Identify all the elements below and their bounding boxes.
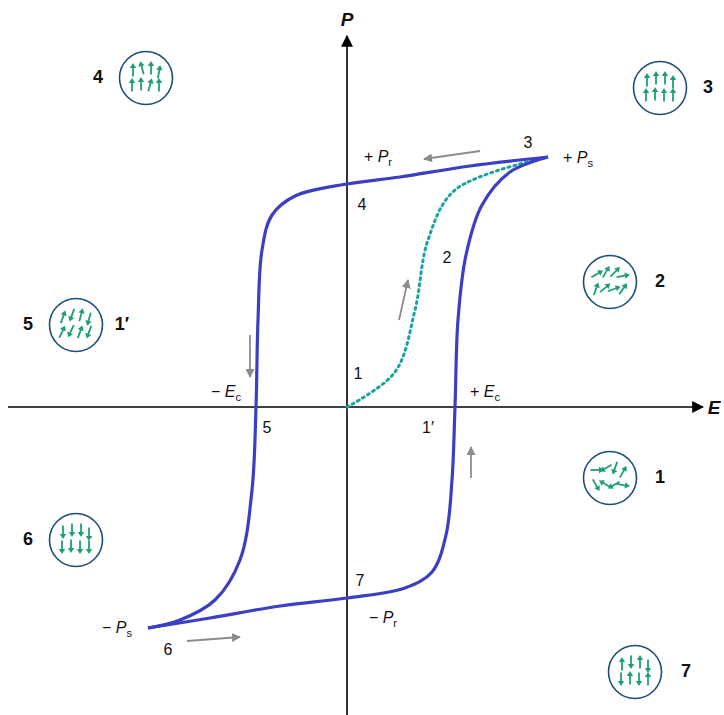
domain-circle-outline	[48, 297, 104, 353]
domain-circle-outline	[607, 644, 663, 700]
state-number: 4	[93, 68, 103, 88]
domain-circle: 7	[607, 644, 663, 700]
domain-circle: 3	[632, 60, 688, 116]
initial-curve	[347, 157, 548, 407]
domain-circle: 2	[582, 254, 638, 310]
curve-label: 7	[356, 572, 365, 590]
domain-circle-outline	[582, 254, 638, 310]
state-number: 7	[681, 662, 691, 682]
direction-arrow	[249, 335, 251, 377]
domain-circle: 6	[48, 512, 104, 568]
direction-arrow	[399, 280, 408, 320]
axis-label: E	[708, 398, 721, 419]
curve-label: 1	[354, 365, 363, 383]
curve-label: − Ps	[102, 619, 132, 637]
direction-arrow	[187, 637, 240, 641]
domain-circle: 1	[582, 450, 638, 506]
state-number: 3	[703, 78, 713, 98]
curve-label: 3	[524, 134, 533, 152]
state-number: 1′	[115, 315, 129, 335]
curve-label: + Ec	[470, 383, 500, 401]
p-axis	[346, 36, 348, 715]
e-axis	[8, 406, 703, 408]
hysteresis-loop	[148, 157, 548, 628]
curve-label: − Pr	[369, 609, 397, 627]
state-number: 1	[655, 468, 665, 488]
curve-label: + Pr	[364, 148, 392, 166]
domain-circle-outline	[118, 50, 174, 106]
domain-circle-outline	[48, 512, 104, 568]
direction-arrow	[424, 151, 480, 159]
curve-label: 6	[164, 641, 173, 659]
domain-circle: 4	[118, 50, 174, 106]
domain-circle: 51′	[48, 297, 104, 353]
curve-label: 5	[263, 419, 272, 437]
curve-label: − Ec	[211, 383, 241, 401]
hysteresis-loop	[148, 157, 548, 628]
curve-label: + Ps	[563, 149, 593, 167]
curve-label: 1′	[422, 419, 434, 437]
direction-arrow	[470, 447, 472, 478]
state-number: 6	[23, 530, 33, 550]
state-number: 5	[23, 315, 33, 335]
curve-label: 2	[443, 249, 452, 267]
curve-label: 4	[358, 196, 367, 214]
domain-circle-outline	[582, 450, 638, 506]
state-number: 2	[655, 272, 665, 292]
domain-circle-outline	[632, 60, 688, 116]
axis-label: P	[341, 10, 354, 31]
